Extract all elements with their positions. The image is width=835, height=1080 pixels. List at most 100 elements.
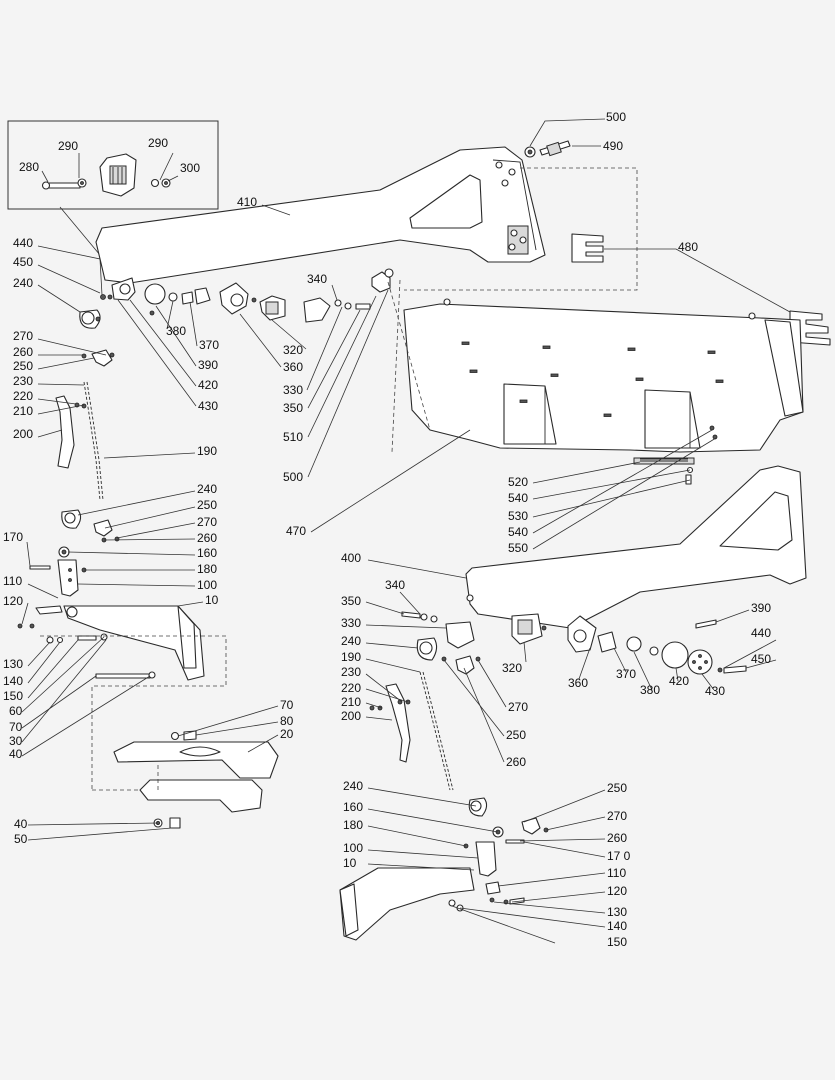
- callout-150: 150: [3, 689, 23, 703]
- bolt-490: [524, 140, 571, 158]
- callout-250: 250: [506, 728, 526, 742]
- callout-60: 60: [9, 704, 23, 718]
- callout-330: 330: [341, 616, 361, 630]
- callout-80: 80: [280, 714, 294, 728]
- left-strap-200: [55, 395, 87, 469]
- callout-120: 120: [3, 594, 23, 608]
- callout-70: 70: [280, 698, 294, 712]
- callout-30: 30: [9, 734, 23, 748]
- callout-270: 270: [607, 809, 627, 823]
- left-pivot-parts: [100, 268, 394, 323]
- callout-50: 50: [14, 832, 28, 846]
- right-arm-400: [465, 465, 807, 629]
- callout-130: 130: [3, 657, 23, 671]
- callout-150: 150: [607, 935, 627, 949]
- right-frame-10: [339, 841, 525, 941]
- callout-420: 420: [669, 674, 689, 688]
- upper-arm-410: [95, 146, 546, 284]
- callout-520: 520: [508, 475, 528, 489]
- callout-220: 220: [13, 389, 33, 403]
- callout-440: 440: [751, 626, 771, 640]
- right-shackle-240: [416, 637, 481, 675]
- callout-20: 20: [280, 727, 294, 741]
- callout-140: 140: [607, 919, 627, 933]
- callout-260: 260: [506, 755, 526, 769]
- callout-200: 200: [341, 709, 361, 723]
- callout-500: 500: [283, 470, 303, 484]
- callout-250: 250: [607, 781, 627, 795]
- right-chain-190: [419, 671, 454, 791]
- left-base-20: [113, 730, 279, 829]
- callout-490: 490: [603, 139, 623, 153]
- left-chain-190: [83, 381, 104, 501]
- callout-380: 380: [640, 683, 660, 697]
- callout-240: 240: [343, 779, 363, 793]
- callout-40: 40: [9, 747, 23, 761]
- callout-420: 420: [198, 378, 218, 392]
- leader-lines: [21, 118, 791, 944]
- callout-170: 17 0: [607, 849, 631, 863]
- callout-40: 40: [14, 817, 28, 831]
- callout-160: 160: [343, 800, 363, 814]
- callout-480: 480: [678, 240, 698, 254]
- callout-210: 210: [13, 404, 33, 418]
- left-frame-10: [17, 605, 205, 681]
- callout-260: 260: [607, 831, 627, 845]
- callout-290: 290: [148, 136, 168, 150]
- callout-430: 430: [705, 684, 725, 698]
- left-bracket-160-100: [29, 546, 87, 597]
- callout-10: 10: [205, 593, 219, 607]
- hopper-body-470: [403, 298, 804, 453]
- callout-210: 210: [341, 695, 361, 709]
- callout-360: 360: [568, 676, 588, 690]
- callout-290: 290: [58, 139, 78, 153]
- callout-240: 240: [13, 276, 33, 290]
- callout-180: 180: [197, 562, 217, 576]
- callout-410: 410: [237, 195, 257, 209]
- callout-500: 500: [606, 110, 626, 124]
- callout-350: 350: [341, 594, 361, 608]
- callout-280: 280: [19, 160, 39, 174]
- callout-400: 400: [341, 551, 361, 565]
- callout-260: 260: [13, 345, 33, 359]
- callout-100: 100: [343, 841, 363, 855]
- callout-450: 450: [13, 255, 33, 269]
- callout-370: 370: [616, 667, 636, 681]
- right-lower-shackle: [463, 797, 549, 849]
- callout-100: 100: [197, 578, 217, 592]
- callout-140: 140: [3, 674, 23, 688]
- callout-330: 330: [283, 383, 303, 397]
- callout-470: 470: [286, 524, 306, 538]
- callout-170: 170: [3, 530, 23, 544]
- callout-430: 430: [198, 399, 218, 413]
- callout-labels: 500 490 290 290 280 300 410 480 440 450 240 340 270 2…: [3, 110, 771, 949]
- callout-540: 540: [508, 491, 528, 505]
- left-lower-shackle: [61, 509, 120, 543]
- callout-190: 190: [197, 444, 217, 458]
- callout-550: 550: [508, 541, 528, 555]
- callout-270: 270: [13, 329, 33, 343]
- callout-70: 70: [9, 720, 23, 734]
- callout-340: 340: [385, 578, 405, 592]
- callout-10: 10: [343, 856, 357, 870]
- callout-440: 440: [13, 236, 33, 250]
- callout-530: 530: [508, 509, 528, 523]
- callout-230: 230: [13, 374, 33, 388]
- callout-110: 110: [3, 574, 22, 588]
- right-strap-200: [369, 683, 411, 763]
- callout-320: 320: [283, 343, 303, 357]
- callout-360: 360: [283, 360, 303, 374]
- callout-510: 510: [283, 430, 303, 444]
- callout-120: 120: [607, 884, 627, 898]
- callout-340: 340: [307, 272, 327, 286]
- callout-230: 230: [341, 665, 361, 679]
- callout-450: 450: [751, 652, 771, 666]
- callout-390: 390: [751, 601, 771, 615]
- callout-130: 130: [607, 905, 627, 919]
- inset-cam-assembly: [41, 153, 171, 197]
- callout-320: 320: [502, 661, 522, 675]
- callout-160: 160: [197, 546, 217, 560]
- callout-300: 300: [180, 161, 200, 175]
- callout-240: 240: [197, 482, 217, 496]
